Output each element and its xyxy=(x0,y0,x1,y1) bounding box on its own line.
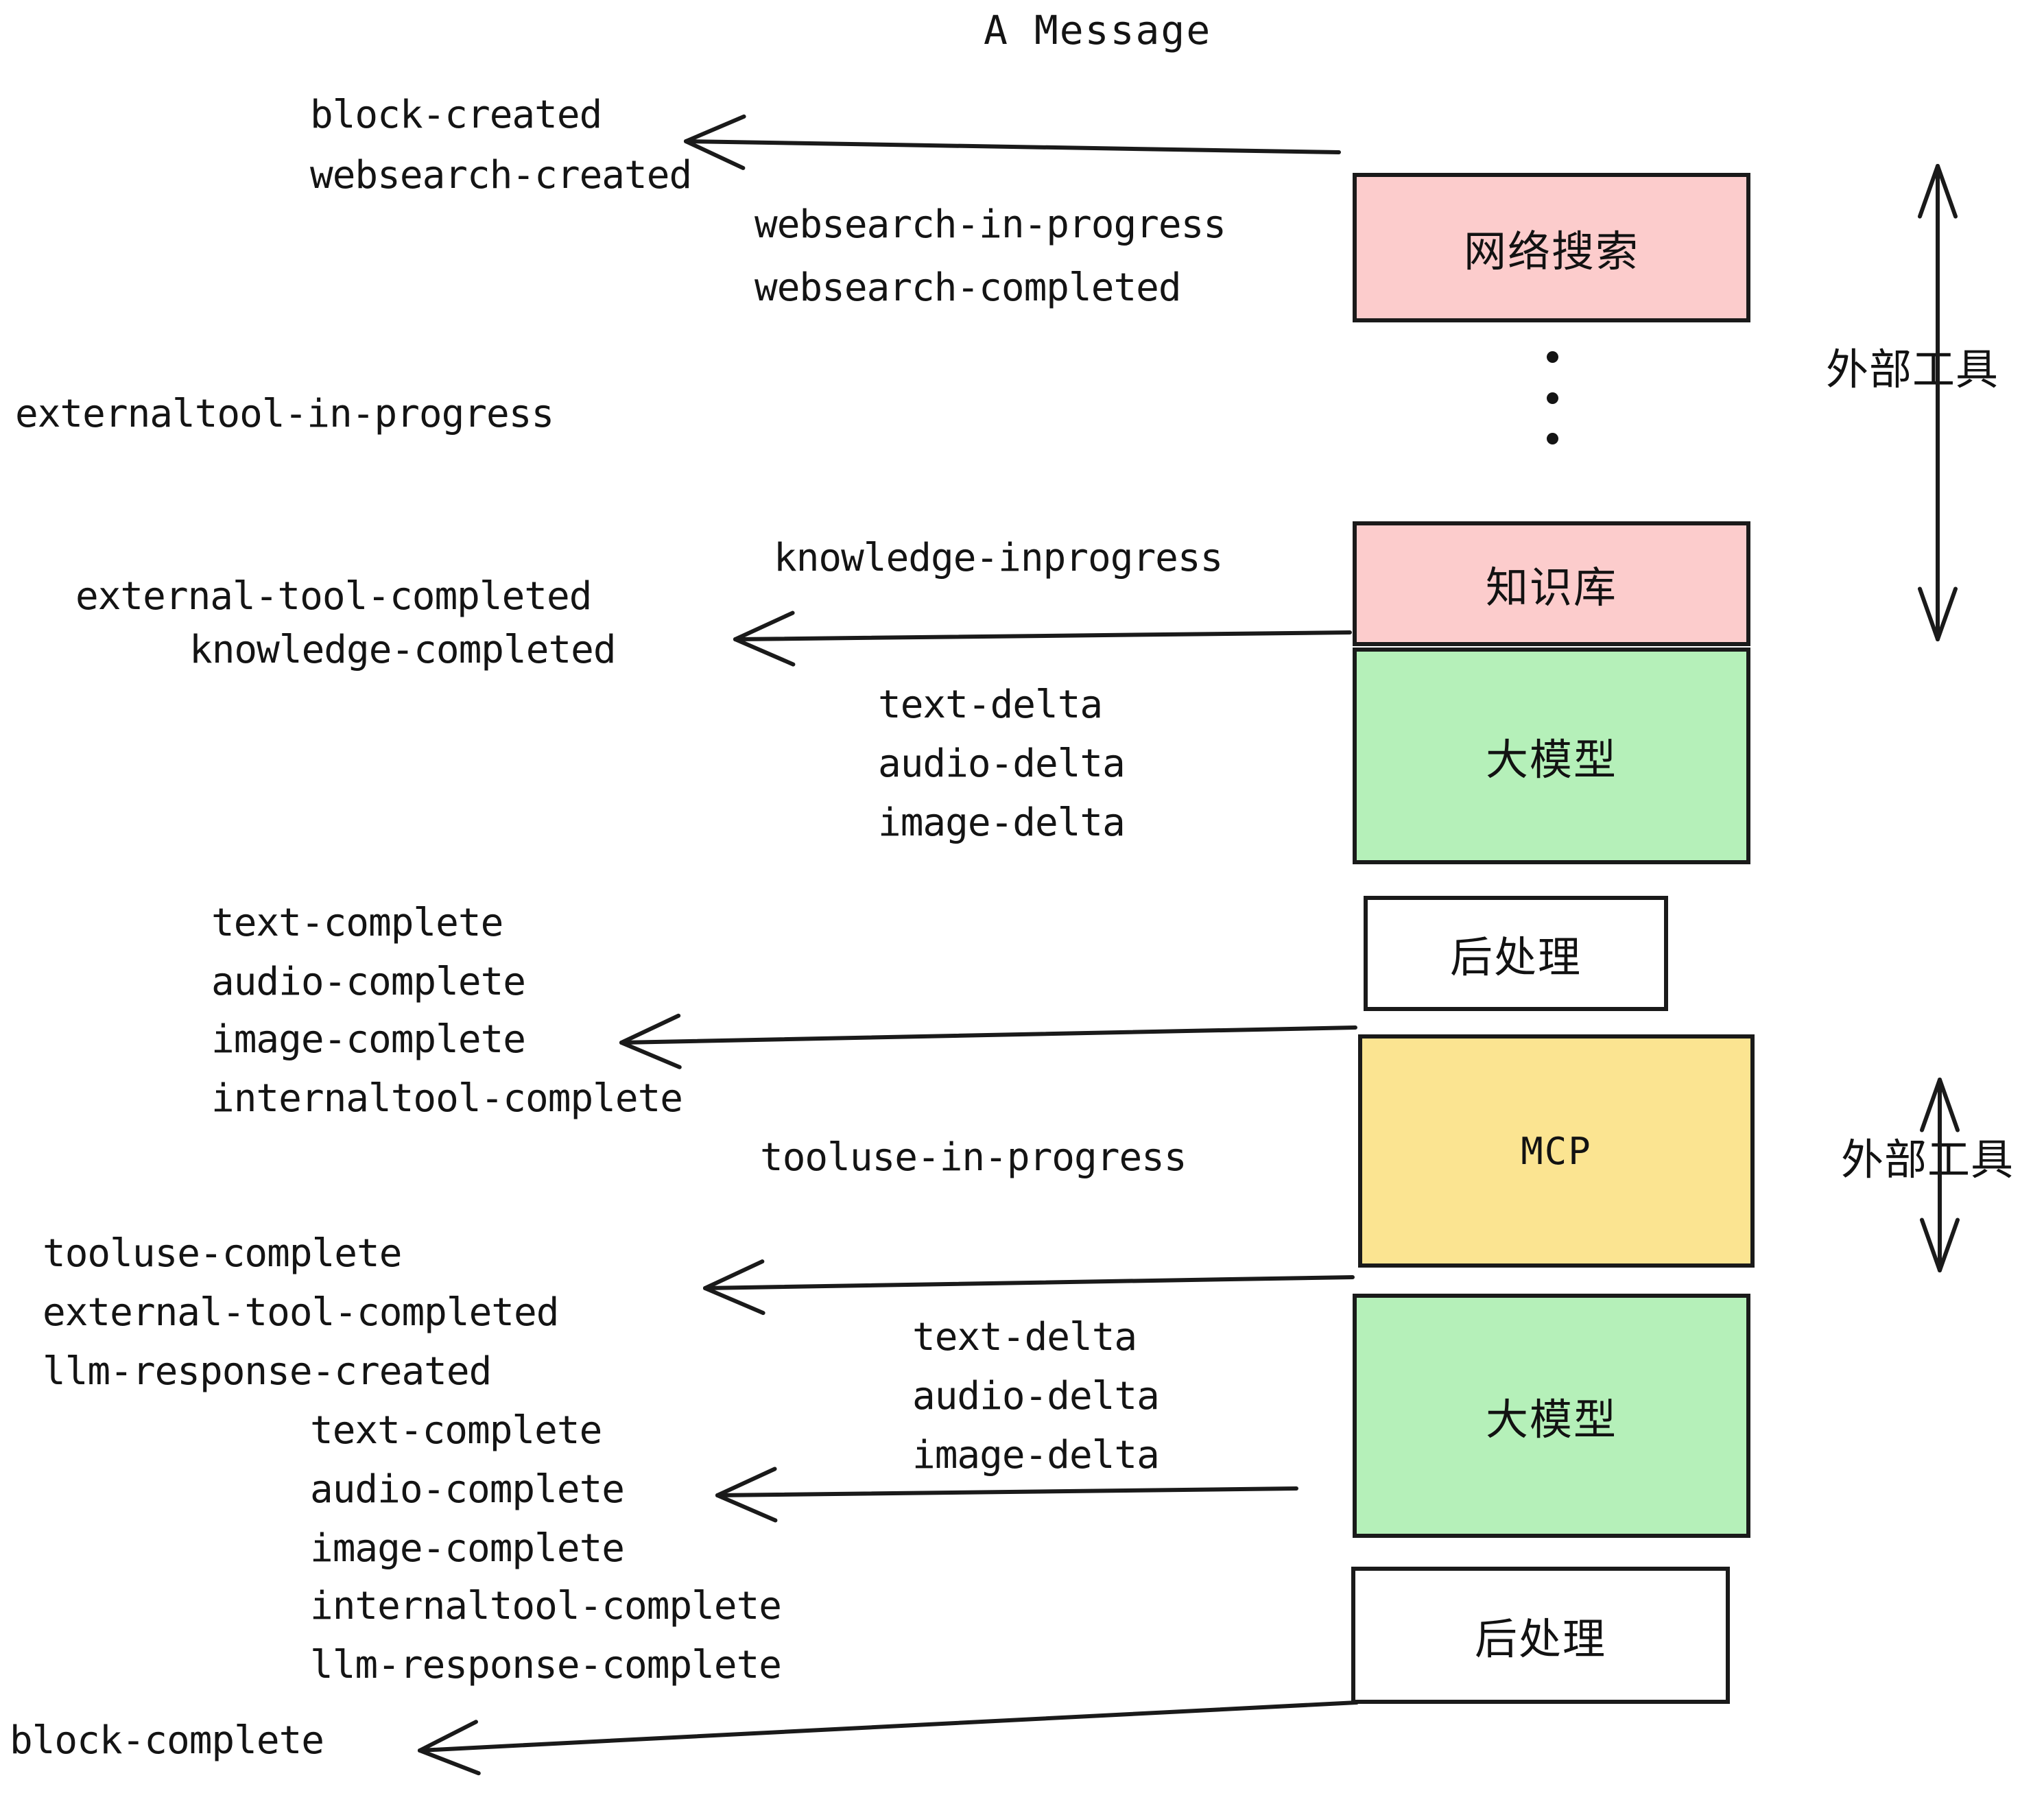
event-label: audio-delta xyxy=(878,741,1126,786)
event-label: text-complete xyxy=(211,901,503,945)
side-label-external-tool-bottom: 外部工具 xyxy=(1841,1135,2015,1185)
event-label: audio-complete xyxy=(310,1467,625,1512)
event-label: image-complete xyxy=(211,1017,526,1062)
side-label-external-tool-top: 外部工具 xyxy=(1826,344,1999,394)
event-label: knowledge-completed xyxy=(189,628,617,672)
ellipsis-dot xyxy=(1547,392,1558,404)
ellipsis-dot xyxy=(1547,433,1558,444)
event-label: block-created xyxy=(310,93,602,137)
box-knowledge: 知识库 xyxy=(1353,521,1750,646)
knowledge-completed-arrow xyxy=(733,610,1352,667)
event-label: llm-response-complete xyxy=(310,1643,782,1687)
block-created-arrow xyxy=(684,114,1341,170)
event-label: llm-response-created xyxy=(43,1349,492,1394)
box-mcp: MCP xyxy=(1358,1034,1755,1268)
event-label: websearch-completed xyxy=(754,265,1182,310)
event-label: audio-complete xyxy=(211,960,526,1004)
event-label: externaltool-in-progress xyxy=(15,392,554,436)
box-post-bottom: 后处理 xyxy=(1351,1567,1730,1704)
event-label: tooluse-in-progress xyxy=(760,1135,1187,1180)
image-complete-arrow xyxy=(619,1013,1357,1069)
event-label: image-complete xyxy=(310,1526,625,1571)
box-llm-bottom: 大模型 xyxy=(1353,1294,1750,1538)
event-label: websearch-created xyxy=(310,153,692,198)
event-label: text-delta xyxy=(912,1315,1137,1360)
event-label: internaltool-complete xyxy=(211,1076,683,1121)
page-title: A Message xyxy=(984,7,1212,54)
event-label: knowledge-inprogress xyxy=(774,536,1223,580)
tooluse-complete-arrow xyxy=(703,1259,1355,1316)
box-post-top: 后处理 xyxy=(1364,896,1668,1011)
event-label: audio-delta xyxy=(912,1374,1160,1419)
box-websearch: 网络搜索 xyxy=(1353,173,1750,322)
event-label: websearch-in-progress xyxy=(754,202,1226,247)
external-tool-arrow-top xyxy=(1917,164,1958,641)
event-label: image-delta xyxy=(912,1433,1160,1477)
vertical-ellipsis xyxy=(1547,351,1558,444)
event-label: external-tool-completed xyxy=(75,574,592,619)
event-label: external-tool-completed xyxy=(43,1290,559,1335)
event-label: internaltool-complete xyxy=(310,1584,782,1628)
event-label: tooluse-complete xyxy=(43,1231,402,1276)
box-llm-top: 大模型 xyxy=(1353,648,1750,864)
block-complete-arrow xyxy=(418,1700,1359,1776)
event-label: block-complete xyxy=(10,1718,324,1763)
event-label: text-complete xyxy=(310,1408,602,1453)
event-label: text-delta xyxy=(878,683,1103,727)
event-label: image-delta xyxy=(878,800,1126,845)
ellipsis-dot xyxy=(1547,351,1558,363)
